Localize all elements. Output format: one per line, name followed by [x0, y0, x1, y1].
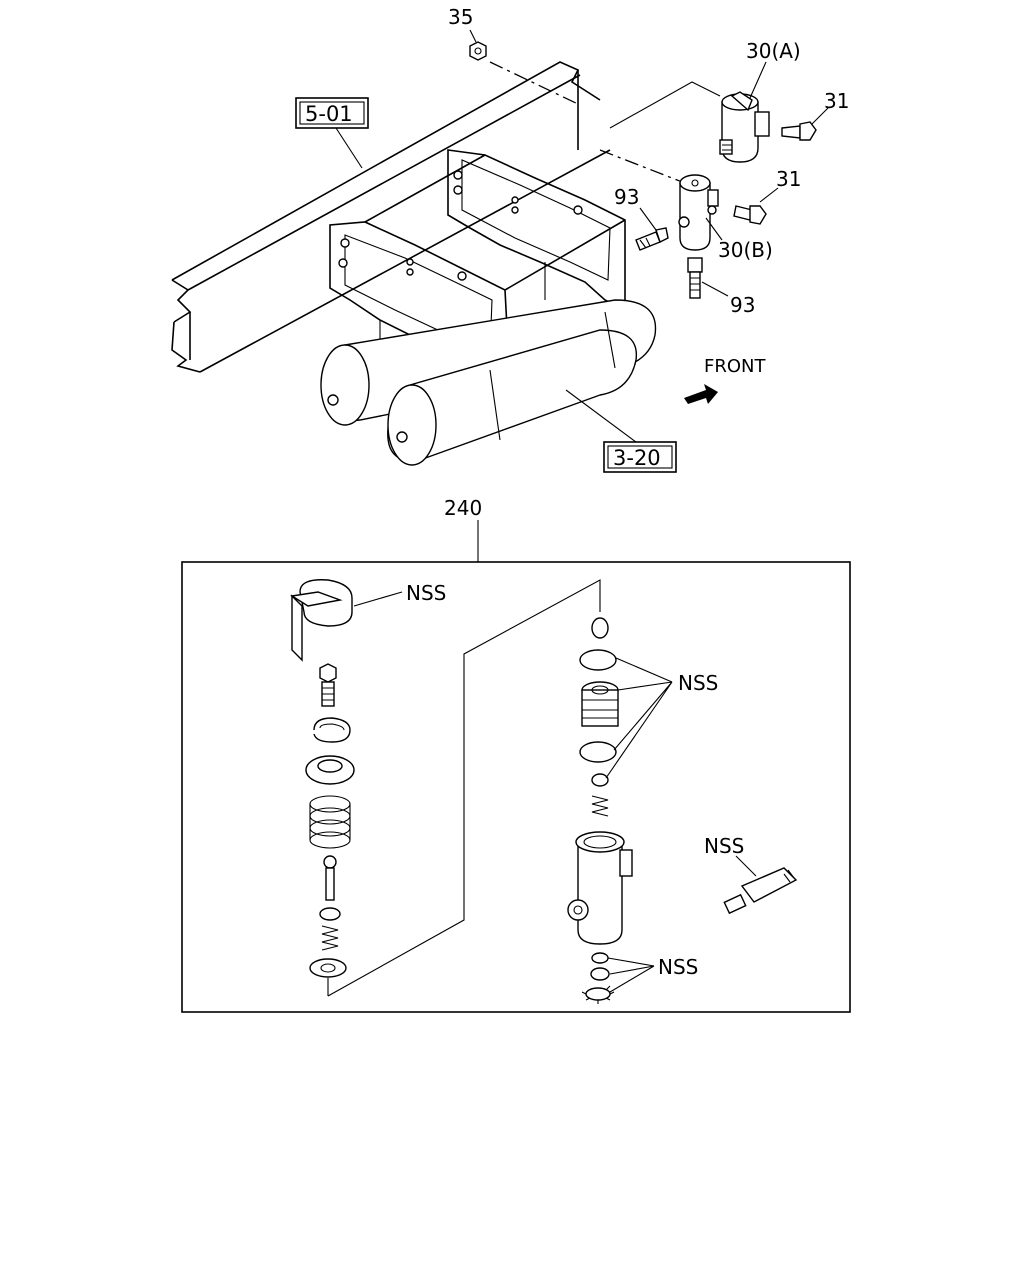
callout-30b: 30(B)	[718, 238, 773, 262]
bolt-31-lower	[733, 205, 767, 225]
nss-label-1: NSS	[406, 581, 446, 605]
kit-filter	[591, 952, 609, 964]
kit-nut	[319, 663, 337, 707]
ref-5-01-label: 5-01	[305, 102, 353, 126]
nss-label-3: NSS	[704, 834, 744, 858]
kit-spring-right	[591, 795, 609, 817]
kit-pin	[323, 855, 337, 901]
kit-piston	[581, 681, 619, 727]
leader-93-left	[639, 207, 657, 231]
assembly-line-30b	[599, 149, 691, 186]
kit-ball	[591, 617, 609, 639]
valve-30b	[678, 174, 719, 251]
leader-nss-1	[353, 591, 403, 607]
bolt-31-upper	[781, 121, 817, 141]
nss-bracket-part	[290, 579, 353, 662]
front-label: FRONT	[704, 356, 766, 377]
callout-30a: 30(A)	[746, 39, 801, 63]
leader-30a	[749, 61, 767, 99]
kit-check-valve	[590, 967, 610, 981]
callout-240: 240	[444, 496, 482, 520]
kit-grease-tube	[723, 867, 798, 915]
leader-35	[469, 29, 477, 43]
kit-valve-seat	[591, 773, 609, 787]
leader-31-upper	[811, 107, 829, 125]
kit-washer-small	[319, 907, 341, 921]
leader-nss-4	[607, 957, 655, 993]
kit-oring-lower	[579, 741, 617, 763]
leader-31-lower	[759, 187, 779, 203]
kit-washer-large	[309, 958, 347, 978]
leader-nss-2	[605, 657, 673, 779]
ref-3-20-label: 3-20	[613, 446, 661, 470]
nut-35	[469, 41, 487, 61]
callout-93-lower: 93	[730, 293, 755, 317]
fitting-93-lower	[687, 257, 703, 299]
assembly-line-35	[489, 61, 581, 106]
kit-bracket-line	[327, 579, 601, 997]
leader-30a-frame	[609, 81, 721, 129]
fitting-93-left	[635, 227, 669, 251]
nss-label-2: NSS	[678, 671, 718, 695]
leader-93-lower	[701, 281, 729, 297]
kit-oring-upper	[579, 649, 617, 671]
callout-35: 35	[448, 5, 473, 29]
leader-5-01	[335, 127, 363, 169]
valve-30a	[719, 91, 770, 163]
leader-nss-3	[735, 855, 757, 877]
front-arrow-icon	[684, 384, 718, 404]
kit-240-frame	[181, 561, 851, 1013]
kit-spring-large	[309, 795, 351, 849]
kit-spring-small	[321, 925, 339, 951]
kit-snap-ring	[313, 717, 351, 743]
ref-box-5-01	[295, 97, 369, 129]
callout-31-lower: 31	[776, 167, 801, 191]
ref-box-3-20	[603, 441, 677, 473]
leader-30b	[705, 217, 723, 241]
leader-3-20	[565, 389, 637, 443]
callout-93-left: 93	[614, 185, 639, 209]
callout-31-upper: 31	[824, 89, 849, 113]
kit-lock-washer	[581, 985, 615, 1004]
kit-cap	[305, 755, 355, 785]
kit-valve-body	[567, 831, 633, 945]
air-tanks	[320, 299, 657, 466]
nss-label-4: NSS	[658, 955, 698, 979]
chassis-frame-rail	[171, 61, 611, 373]
